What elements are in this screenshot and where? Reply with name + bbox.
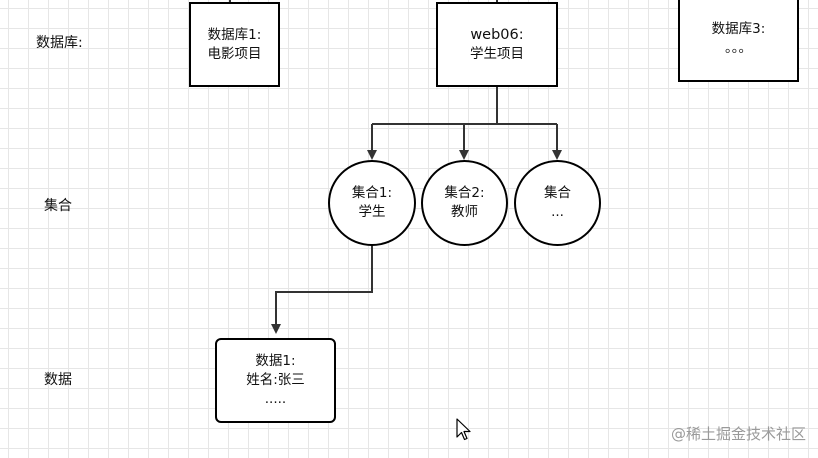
collection-node-2[interactable]: 集合2: 教师: [421, 160, 508, 246]
collection-node-2-desc: 教师: [451, 204, 478, 220]
database-node-3-desc: 。。。: [725, 40, 752, 56]
data-node-1-field: 姓名:张三: [246, 372, 305, 388]
database-node-1-title: 数据库1:: [207, 26, 262, 43]
collection-node-1-title: 集合1:: [351, 185, 393, 201]
collection-node-3-title: 集合: [544, 185, 571, 201]
row-label-database: 数据库:: [36, 35, 83, 51]
database-node-web06-desc: 学生项目: [470, 45, 524, 62]
database-node-web06[interactable]: web06: 学生项目: [436, 2, 558, 87]
mouse-cursor-icon: [456, 418, 471, 441]
database-node-3-title: 数据库3:: [711, 21, 766, 37]
collection-node-1[interactable]: 集合1: 学生: [328, 160, 416, 246]
database-node-3[interactable]: 数据库3: 。。。: [678, 0, 799, 82]
collection-node-2-title: 集合2:: [444, 185, 485, 201]
watermark: @稀土掘金技术社区: [670, 425, 806, 443]
database-node-web06-title: web06:: [470, 26, 524, 43]
collection-node-3-desc: ...: [551, 204, 564, 220]
database-node-1[interactable]: 数据库1: 电影项目: [189, 2, 280, 87]
data-node-1[interactable]: 数据1: 姓名:张三 .....: [215, 338, 336, 423]
data-node-1-more: .....: [264, 391, 287, 407]
row-label-collection: 集合: [44, 198, 72, 214]
data-node-1-title: 数据1:: [255, 353, 296, 369]
edge-coll1-to-data1: [271, 245, 373, 334]
row-label-data: 数据: [44, 372, 72, 388]
collection-node-3[interactable]: 集合 ...: [514, 160, 601, 246]
collection-node-1-desc: 学生: [358, 204, 386, 220]
database-node-1-desc: 电影项目: [207, 45, 262, 62]
